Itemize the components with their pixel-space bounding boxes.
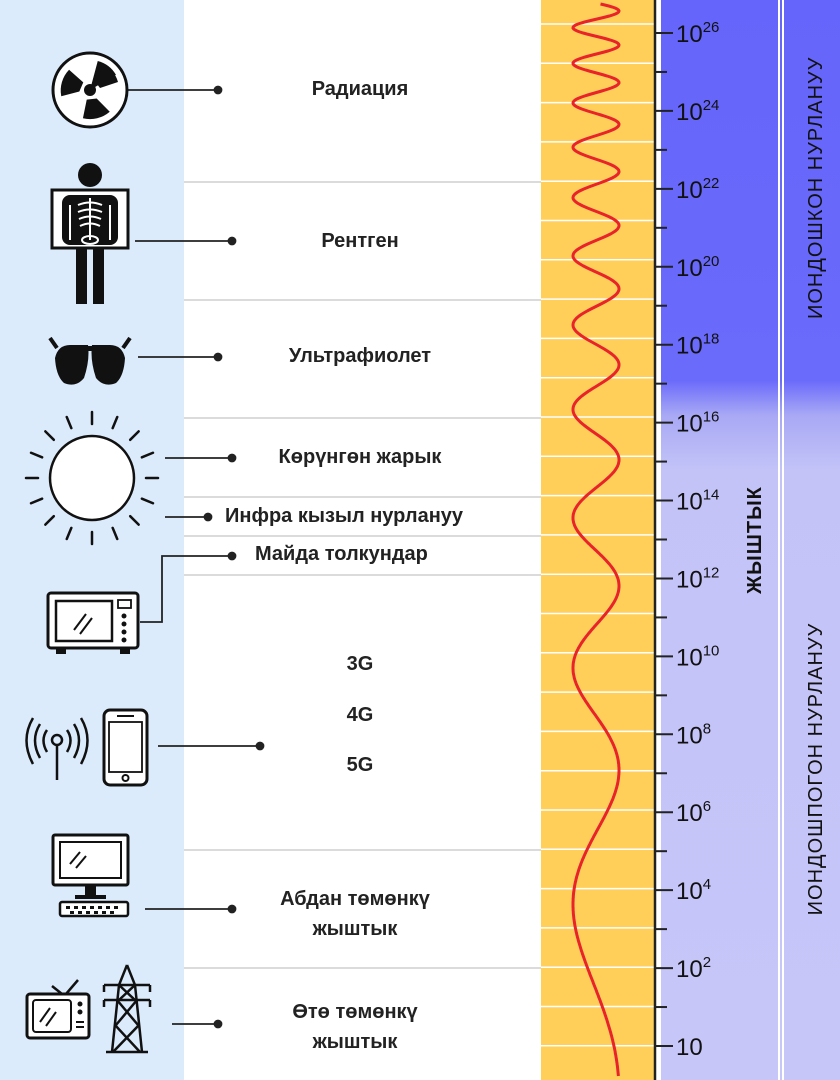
sun-ray — [140, 451, 155, 459]
sun-ray — [29, 451, 44, 459]
tick-label: 1024 — [676, 97, 719, 126]
connector-dot — [203, 512, 213, 522]
desktop-computer-icon — [51, 833, 130, 918]
microwave-icon — [46, 591, 140, 654]
sun-icon — [24, 410, 160, 546]
sunglasses-icon — [48, 336, 132, 385]
category-label-4g: 4G — [346, 704, 374, 726]
tick-label: 1012 — [676, 564, 719, 593]
category-label-very-low-frequency: Абдан төмөнкү жыштык — [280, 888, 430, 940]
sun-ray — [140, 497, 155, 505]
connector-dot — [227, 904, 237, 914]
antenna-icon — [25, 717, 89, 780]
sun-ray — [111, 526, 119, 541]
category-label-ultraviolet: Ультрафиолет — [288, 345, 432, 367]
tick-label: 1016 — [676, 409, 719, 438]
connector-dot — [213, 85, 223, 95]
phone-icon — [102, 708, 149, 787]
category-label-infrared: Инфра кызыл нурлануу — [225, 505, 464, 527]
category-label-microwaves: Майда толкундар — [255, 543, 428, 565]
sun-ray — [44, 430, 56, 442]
radiation-icon — [51, 51, 129, 129]
connector-dot — [227, 453, 237, 463]
connectors — [118, 85, 265, 1029]
category-label-5g: 5G — [346, 754, 374, 776]
category-label-visible-light: Көрүнгөн жарык — [278, 446, 442, 468]
connector-dot — [227, 236, 237, 246]
frequency-axis-label: ЖЫШТЫК — [744, 486, 766, 594]
tick-label: 1022 — [676, 175, 719, 204]
connector-dot — [227, 551, 237, 561]
tick-label: 10 — [676, 1034, 703, 1061]
connector-dot — [213, 352, 223, 362]
ionizing-radiation-label: ИОНДОШКОН НУРЛАНУУ — [805, 56, 827, 319]
sun-ray — [44, 514, 56, 526]
tick-label: 1010 — [676, 642, 719, 671]
sun-ray — [65, 415, 73, 430]
tick-label: 1026 — [676, 19, 719, 48]
strip-gridlines — [541, 23, 654, 1047]
connector-dot — [213, 1019, 223, 1029]
category-label-3g: 3G — [346, 653, 374, 675]
tv-icon — [25, 979, 91, 1040]
power-tower-icon — [102, 964, 152, 1054]
frequency-wave — [571, 2, 621, 1077]
tick-label: 1020 — [676, 253, 719, 282]
connector-line — [140, 555, 232, 623]
category-label-extremely-low-frequency: Өтө төмөнкү жыштык — [292, 1001, 418, 1053]
non-ionizing-radiation-label: ИОНДОШПОГОН НУРЛАНУУ — [805, 622, 827, 916]
tick-label: 102 — [676, 954, 711, 983]
xray-icon — [50, 163, 130, 304]
tick-label: 1018 — [676, 331, 719, 360]
wave-strip — [541, 0, 654, 1080]
axis-tick-labels: 1026 1024 1022 1020 1018 1016 1014 1012 1010 108 1… — [676, 19, 719, 1061]
tick-label: 104 — [676, 876, 711, 905]
sun-ray — [111, 415, 119, 430]
tick-label: 1014 — [676, 487, 719, 516]
sun-ray — [128, 430, 140, 442]
axis-ticks — [655, 32, 673, 1047]
category-label-radiation: Радиация — [311, 78, 409, 100]
connector-dot — [255, 741, 265, 751]
sun-ray — [65, 526, 73, 541]
section-separators — [184, 181, 541, 969]
sun-ray — [29, 497, 44, 505]
sun-ray — [128, 514, 140, 526]
radiation-type-band — [661, 0, 840, 1080]
tick-label: 106 — [676, 798, 711, 827]
category-label-xray: Рентген — [321, 230, 399, 252]
tick-label: 108 — [676, 720, 711, 749]
